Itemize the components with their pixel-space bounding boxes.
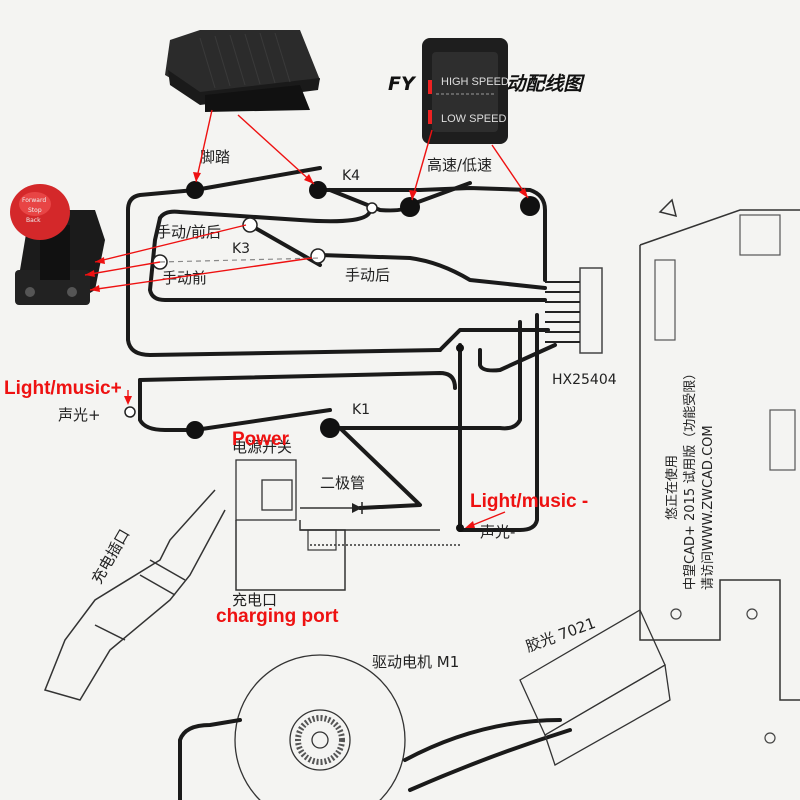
- manual-forward-label: 手动前: [162, 269, 207, 287]
- foot-pedal-label: 脚踏: [200, 148, 230, 166]
- knob-stop-text: Stop: [28, 207, 42, 214]
- light-music-plus-annotation: Light/music+: [4, 378, 122, 399]
- manual-back-label: 手动后: [345, 266, 390, 284]
- red-arrows: [84, 109, 529, 528]
- motor-drawing: [178, 654, 572, 800]
- watermark-line1: 中望CAD+ 2015 试用版（功能受限）: [682, 367, 698, 590]
- sound-light-minus-label: 声光-: [480, 523, 515, 541]
- low-speed-text: LOW SPEED: [441, 113, 506, 125]
- controller-board: [639, 198, 800, 744]
- charge-plug-drawing: [43, 489, 226, 701]
- k3-label: K3: [232, 241, 250, 257]
- hx-connector: HX25404: [545, 267, 617, 388]
- hx-label: HX25404: [552, 372, 617, 388]
- watermark: 中望CAD+ 2015 试用版（功能受限） 请访问WWW.ZWCAD.COM 悠…: [664, 367, 716, 590]
- speed-switch-image: HIGH SPEED LOW SPEED: [422, 38, 509, 144]
- high-speed-text: HIGH SPEED: [441, 76, 509, 88]
- manual-fb-label: 手动/前后: [156, 223, 221, 241]
- light-music-minus-annotation: Light/music -: [470, 491, 588, 512]
- tape-component: [519, 609, 671, 766]
- knob-back-text: Back: [26, 217, 41, 224]
- foot-pedal-image: [165, 30, 320, 112]
- wiring-lines: [126, 166, 557, 546]
- knob-forward-text: Forward: [22, 197, 46, 204]
- power-switch-outline: [235, 459, 346, 591]
- drive-motor-label: 驱动电机 M1: [372, 653, 459, 671]
- charging-port-annotation: charging port: [216, 606, 339, 627]
- sound-light-plus-label: 声光+: [58, 406, 101, 424]
- knob-switch-image: Forward Stop Back: [10, 184, 105, 305]
- speed-label: 高速/低速: [427, 156, 492, 174]
- k4-label: K4: [342, 168, 360, 184]
- k1-label: K1: [352, 402, 370, 418]
- diode-symbol: [352, 502, 363, 514]
- power-cn-label: 电源开关: [232, 438, 292, 456]
- watermark-line3: 悠正在使用: [664, 455, 680, 520]
- power-annotation: Power: [232, 429, 290, 450]
- diode-label: 二极管: [320, 474, 365, 492]
- charge-socket-label: 充电插口: [88, 526, 134, 587]
- tape-label: 胶光 7021: [523, 614, 598, 656]
- charge-port-cn-label: 充电口: [232, 591, 277, 609]
- watermark-line2: 请访问WWW.ZWCAD.COM: [701, 425, 716, 590]
